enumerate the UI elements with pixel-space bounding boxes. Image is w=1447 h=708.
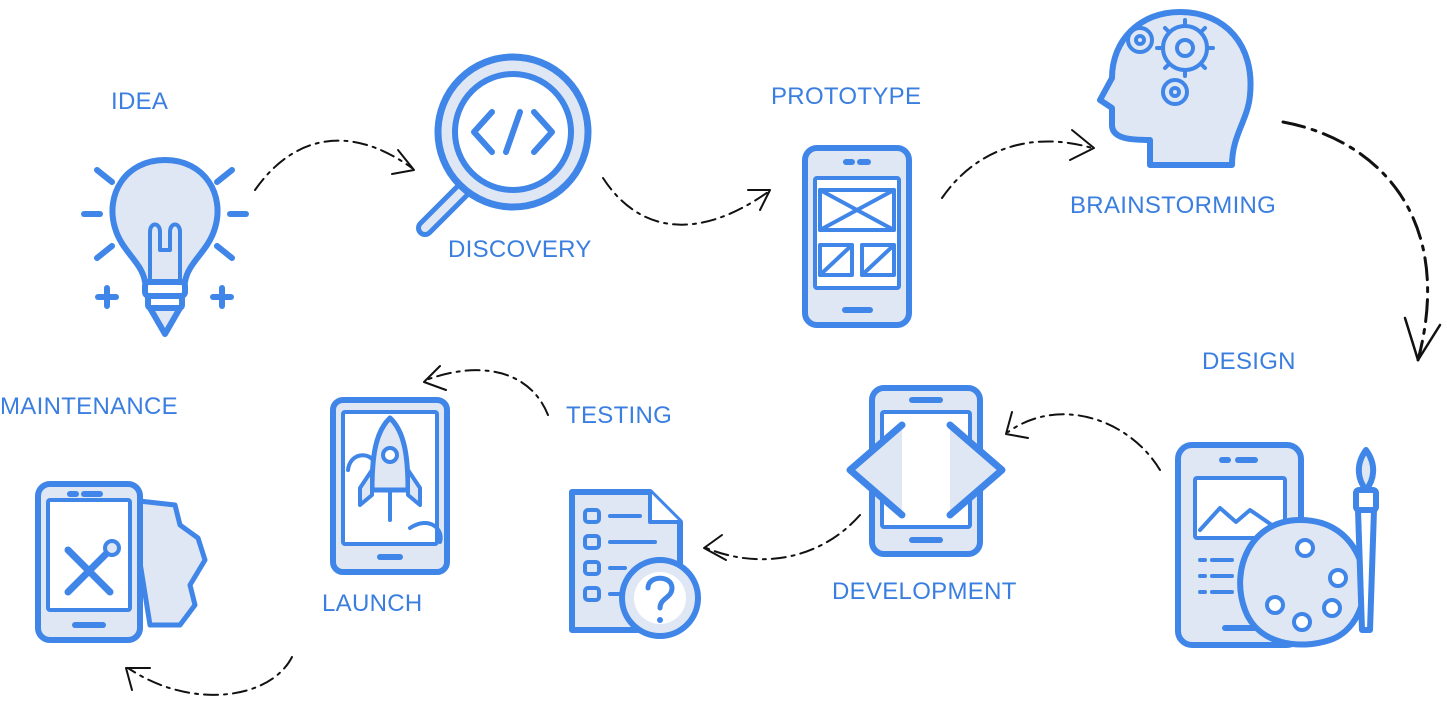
phone-tools-gear-icon	[35, 481, 208, 643]
small-gear-icon	[1126, 26, 1154, 54]
testing-label: TESTING	[566, 402, 673, 429]
head-gears-icon	[1097, 9, 1254, 168]
arrow-design-to-development	[1005, 411, 1161, 471]
phone-palette-icon	[1175, 442, 1379, 648]
arrow-brainstorming-to-design	[1281, 120, 1442, 362]
arrow-launch-to-maintenance	[125, 656, 293, 696]
lightbulb-icon	[81, 157, 249, 337]
gear-icon	[1161, 78, 1189, 106]
arrow-development-to-testing	[703, 514, 861, 561]
arrow-discovery-to-prototype	[602, 177, 771, 226]
arrow-testing-to-launch	[423, 365, 549, 416]
launch-label: LAUNCH	[322, 590, 423, 617]
prototype-label: PROTOTYPE	[771, 83, 922, 110]
large-gear-icon	[1155, 18, 1215, 78]
development-label: DEVELOPMENT	[832, 578, 1017, 605]
idea-label: IDEA	[111, 88, 169, 115]
tablet-rocket-icon	[330, 397, 450, 575]
phone-wireframe-icon	[802, 145, 912, 328]
arrow-idea-to-discovery	[254, 139, 415, 191]
brainstorming-label: BRAINSTORMING	[1070, 192, 1277, 219]
design-label: DESIGN	[1202, 348, 1296, 375]
arrow-prototype-to-brainstorming	[941, 129, 1095, 199]
discovery-label: DISCOVERY	[448, 236, 592, 263]
checklist-question-icon	[569, 489, 701, 639]
phone-code-icon	[846, 385, 1006, 557]
maintenance-label: MAINTENANCE	[0, 393, 178, 420]
magnifier-code-icon	[416, 53, 592, 237]
